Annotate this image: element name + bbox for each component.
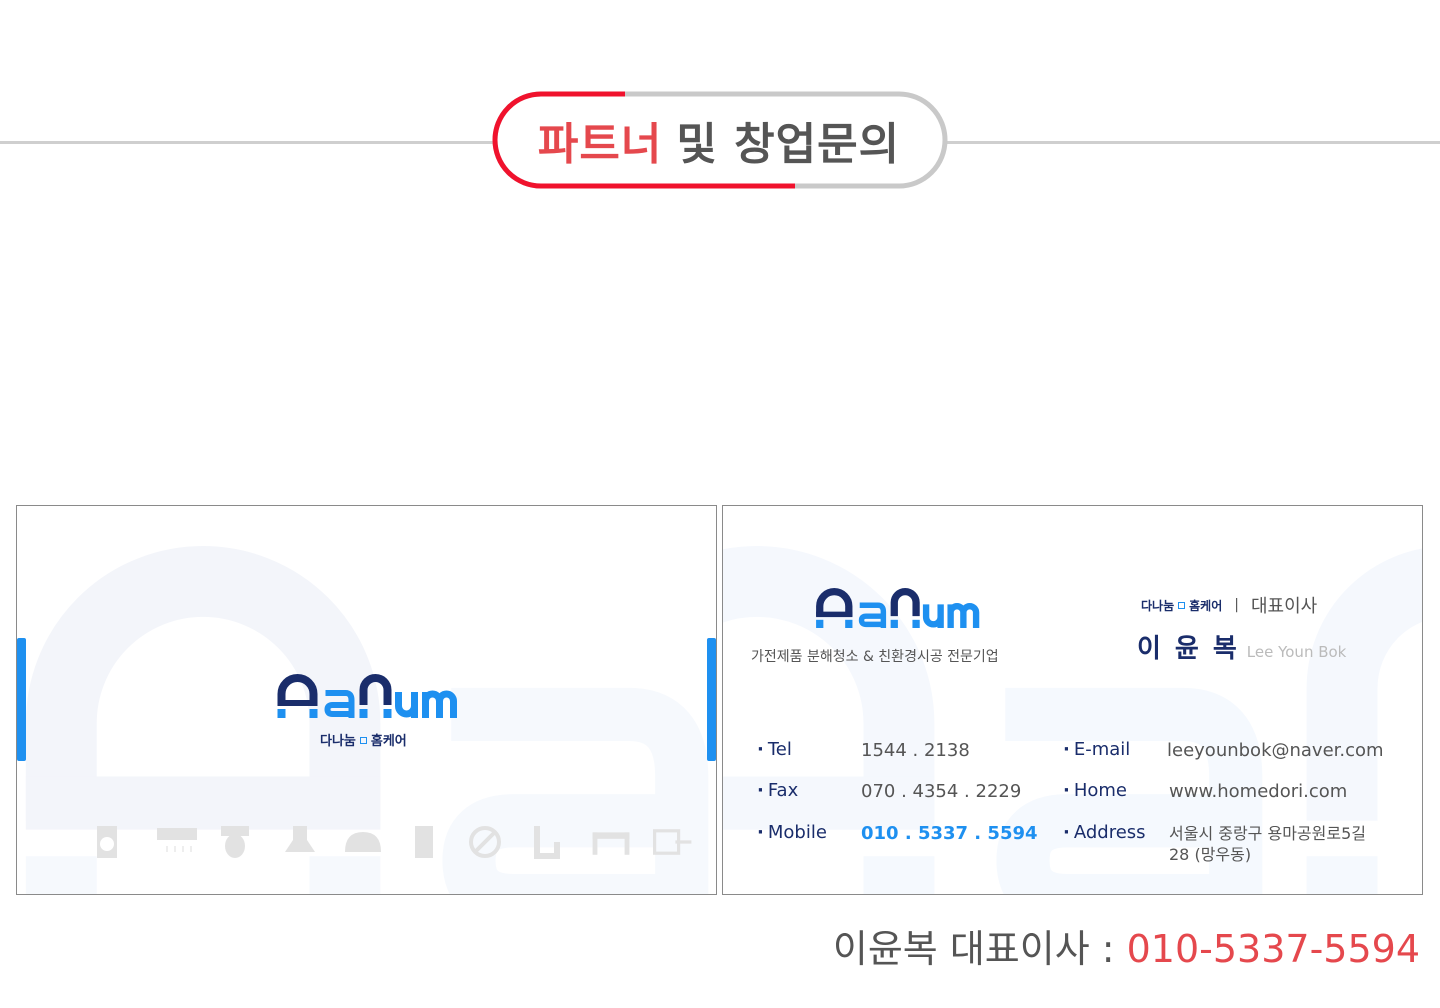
- brand-logo: [816, 591, 977, 628]
- service-icons: [95, 824, 693, 860]
- position-title: 대표이사: [1250, 596, 1318, 617]
- window-icon: [653, 829, 692, 855]
- business-card-front: 다나눔 홈케어: [16, 505, 717, 895]
- role-line: 다나눔 홈케어 | 대표이사: [1141, 592, 1317, 618]
- footer-label: 이윤복 대표이사 :: [832, 927, 1127, 971]
- side-tab-right: [707, 638, 716, 761]
- range-hood-icon: [285, 826, 315, 852]
- email-value[interactable]: leeyounbok@naver.com: [1167, 740, 1384, 761]
- mobile-value: 010 . 5337 . 5594: [861, 823, 1038, 844]
- subtitle-right: 홈케어: [1189, 598, 1223, 613]
- square-icon: [1178, 601, 1186, 609]
- fax-value: 070 . 4354 . 2229: [861, 781, 1022, 802]
- title-highlight: 파트너: [537, 119, 663, 170]
- brand-subtitle: 다나눔 홈케어: [320, 730, 407, 749]
- tel-label: Tel: [757, 739, 792, 760]
- name-korean: 이윤복: [1137, 634, 1251, 664]
- separator: |: [1234, 597, 1239, 613]
- radiator-icon: [592, 832, 630, 855]
- slogan: 가전제품 분해청소 & 친환경시공 전문기업: [751, 649, 999, 665]
- refrigerator-icon: [415, 826, 433, 858]
- bed-icon: [345, 832, 381, 852]
- home-value[interactable]: www.homedori.com: [1169, 781, 1348, 802]
- page-title: 파트너 및 창업문의: [493, 92, 945, 188]
- no-mite-icon: [469, 826, 501, 858]
- mobile-label: Mobile: [757, 822, 827, 843]
- home-label: Home: [1063, 780, 1127, 801]
- pipe-icon: [534, 826, 560, 859]
- footer-contact: 이윤복 대표이사 : 010-5337-5594: [833, 918, 1420, 973]
- address-value-line2: 28 (망우동): [1169, 845, 1252, 864]
- person-name: 이윤복 Lee Youn Bok: [1137, 628, 1346, 665]
- subtitle-left: 다나눔: [1141, 598, 1175, 613]
- email-label: E-mail: [1063, 739, 1130, 760]
- fax-label: Fax: [757, 780, 798, 801]
- business-card-back: 가전제품 분해청소 & 친환경시공 전문기업 다나눔 홈케어 | 대표이사 이윤복…: [722, 505, 1423, 895]
- address-label: Address: [1063, 822, 1146, 843]
- subtitle-left: 다나눔: [320, 734, 356, 749]
- header-divider-left: [0, 141, 495, 144]
- brand-subtitle: 다나눔 홈케어: [1141, 597, 1222, 614]
- title-rest: 및 창업문의: [676, 119, 901, 170]
- toilet-bidet-icon: [221, 826, 249, 858]
- brand-logo: [277, 678, 454, 718]
- washing-machine-icon: [97, 826, 117, 858]
- side-tab-left: [17, 638, 26, 761]
- header-divider-right: [943, 141, 1440, 144]
- title-pill-frame: [492, 91, 948, 189]
- tel-value: 1544 . 2138: [861, 740, 970, 761]
- address-value: 서울시 중랑구 용마공원로5길: [1169, 824, 1366, 843]
- footer-phone[interactable]: 010-5337-5594: [1126, 927, 1420, 971]
- name-english: Lee Youn Bok: [1246, 643, 1347, 661]
- subtitle-right: 홈케어: [370, 734, 407, 749]
- air-conditioner-icon: [157, 828, 197, 852]
- square-icon: [359, 737, 367, 744]
